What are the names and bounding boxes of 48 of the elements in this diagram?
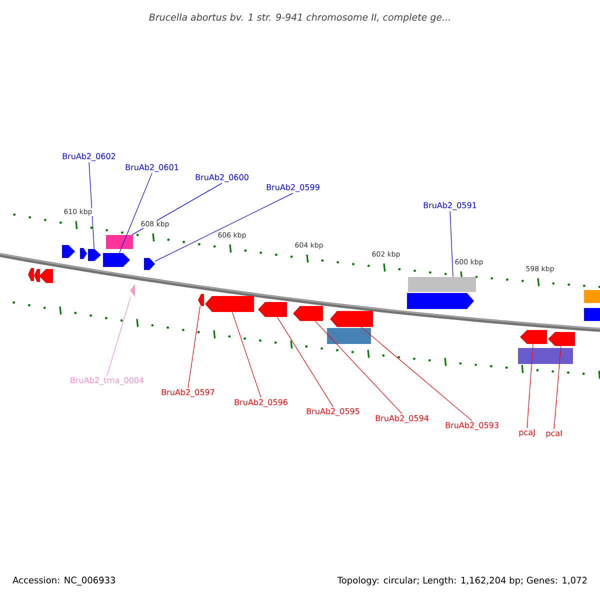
gene-block: [327, 328, 371, 344]
gene-label: BruAb2_0597: [162, 389, 214, 397]
leader-line: [526, 344, 534, 428]
gene-block: [293, 306, 323, 321]
leader-line: [314, 320, 402, 414]
accession-text: Accession: NC_006933: [12, 576, 116, 586]
leader-line: [232, 312, 262, 398]
leader-line: [554, 346, 562, 430]
gene-label: BruAb2_0593: [446, 422, 498, 430]
gene-label: BruAb2_0600: [196, 174, 248, 182]
gene-label: BruAb2_0595: [306, 408, 360, 416]
leader-line: [106, 296, 131, 376]
gene-label: BruAb2_0601: [126, 164, 178, 172]
gene-block: [520, 330, 547, 344]
leader-line: [360, 326, 472, 422]
gene-label: BruAb2_trna_0004: [70, 377, 144, 385]
gene-block: [144, 258, 155, 270]
gene-label: BruAb2_0599: [266, 184, 320, 192]
gene-block: [548, 332, 575, 346]
gene-label: BruAb2_0591: [424, 202, 476, 210]
leader-line: [450, 210, 454, 278]
gene-block: [518, 348, 573, 364]
gene-block: [34, 269, 40, 282]
gene-block: [584, 308, 600, 321]
gene-block: [28, 268, 34, 281]
gene-label: pcaJ: [519, 429, 535, 437]
gene-block: [198, 294, 204, 306]
gene-block: [62, 245, 75, 258]
gene-label: BruAb2_0602: [62, 153, 116, 161]
gene-label: BruAb2_0596: [234, 399, 288, 407]
gene-block: [80, 248, 87, 259]
leader-line: [276, 316, 334, 408]
leader-line: [88, 162, 94, 250]
leader-line: [119, 172, 152, 254]
title: Brucella abortus bv. 1 str. 9-941 chromosome II, complete ge...: [149, 13, 450, 23]
gene-triangle: [130, 284, 135, 297]
gene-block: [584, 290, 600, 303]
gene-label: pcaI: [546, 430, 562, 438]
gene-block: [330, 311, 373, 327]
gene-block: [106, 235, 133, 249]
gene-block: [408, 277, 476, 292]
gene-block: [258, 302, 287, 317]
gene-block: [407, 293, 474, 309]
gene-label: BruAb2_0594: [376, 415, 428, 423]
summary-text: Topology: circular; Length: 1,162,204 bp; Genes: 1,072: [337, 576, 587, 586]
leader-line: [188, 306, 200, 388]
leader-line: [154, 192, 294, 262]
gene-block: [103, 253, 130, 267]
